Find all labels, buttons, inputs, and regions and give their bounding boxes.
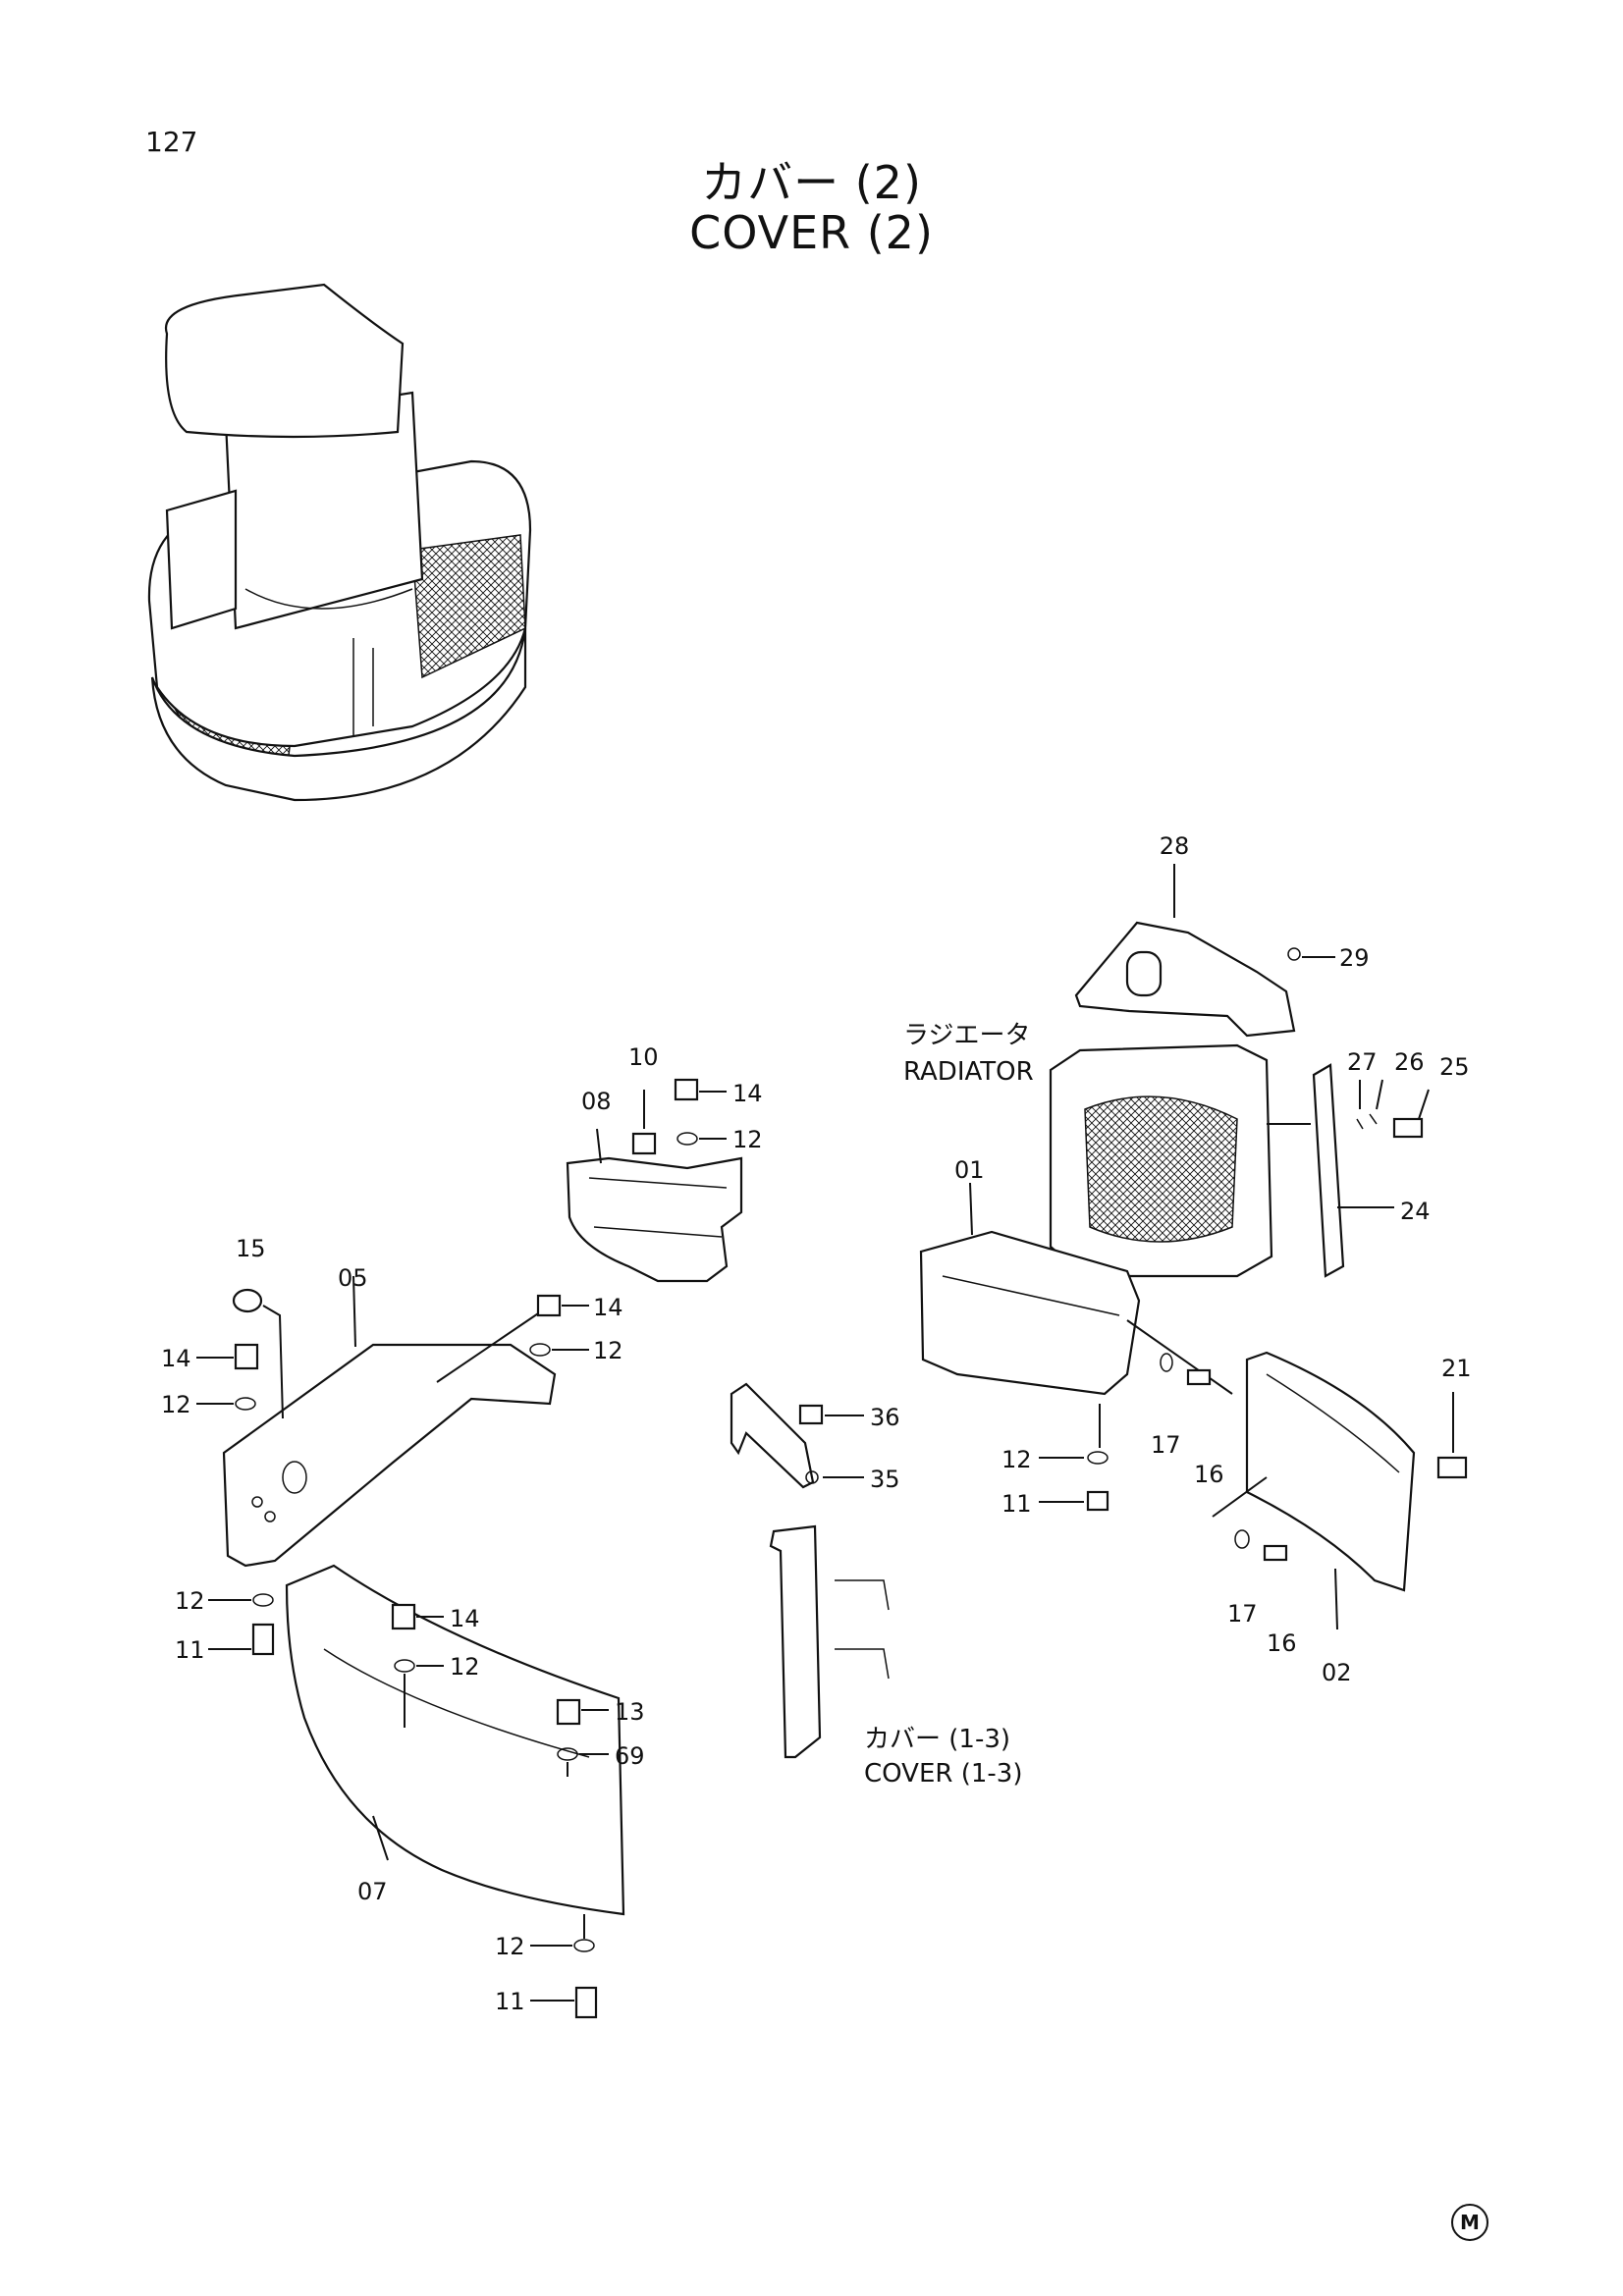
part-label-14-c: 14 [161, 1345, 191, 1372]
part-label-17-a: 17 [1151, 1431, 1181, 1459]
part-label-35: 35 [870, 1466, 900, 1493]
part-label-12-f: 12 [450, 1653, 480, 1681]
part-05-mounting-plate [196, 1275, 589, 1656]
part-label-14-a: 14 [732, 1080, 763, 1107]
part-label-16-b: 16 [1267, 1629, 1297, 1657]
part-label-26: 26 [1394, 1048, 1425, 1076]
part-label-16-a: 16 [1194, 1461, 1224, 1488]
part-label-12-b: 12 [593, 1337, 623, 1364]
part-label-17-b: 17 [1227, 1600, 1258, 1628]
part-label-25: 25 [1439, 1053, 1470, 1081]
part-label-28: 28 [1160, 832, 1190, 860]
title-japanese: カバー (2) [701, 156, 922, 209]
cab-roof [164, 283, 405, 439]
callout-radiator-jp: ラジエータ [903, 1021, 1030, 1050]
seat-frame [165, 489, 238, 630]
part-label-12-a: 12 [732, 1126, 763, 1153]
part-07-lower-cover [285, 1564, 625, 2019]
part-label-13: 13 [615, 1698, 645, 1726]
part-label-36: 36 [870, 1404, 900, 1431]
part-label-05: 05 [338, 1264, 368, 1292]
part-label-08: 08 [581, 1088, 612, 1115]
part-label-12-e: 12 [175, 1587, 205, 1615]
part-label-07: 07 [357, 1878, 388, 1905]
callout-radiator-en: RADIATOR [903, 1057, 1034, 1087]
title-english: COVER (2) [689, 206, 934, 259]
part-08-bracket [566, 1078, 743, 1283]
part-label-69: 69 [615, 1742, 645, 1770]
part-label-12-c: 12 [161, 1391, 191, 1418]
m-symbol-mark: M [1451, 2204, 1488, 2241]
part-label-10: 10 [628, 1043, 659, 1071]
part-label-11-g: 11 [495, 1988, 525, 2015]
part-02-side-cover [1212, 1351, 1468, 1630]
cover-1-3-bracket [730, 1382, 890, 1759]
part-28-top-plate [1074, 864, 1335, 1038]
part-label-11-e: 11 [175, 1636, 205, 1664]
part-label-15: 15 [236, 1235, 266, 1262]
part-label-24: 24 [1400, 1198, 1431, 1225]
part-label-29: 29 [1339, 944, 1370, 972]
part-label-11-d: 11 [1001, 1490, 1032, 1518]
part-label-14-b: 14 [593, 1294, 623, 1321]
part-label-02: 02 [1322, 1659, 1352, 1686]
radiator-reference [1049, 1043, 1430, 1278]
part-label-12-g: 12 [495, 1933, 525, 1960]
part-label-27: 27 [1347, 1048, 1378, 1076]
part-label-21: 21 [1441, 1355, 1472, 1382]
part-label-14-f: 14 [450, 1605, 480, 1632]
page-number: 127 [145, 126, 198, 158]
part-label-01: 01 [954, 1156, 985, 1184]
part-label-12-d: 12 [1001, 1446, 1032, 1473]
callout-cover13-en: COVER (1-3) [864, 1759, 1022, 1789]
callout-cover13-jp: カバー (1-3) [864, 1725, 1010, 1754]
part-01-cover [919, 1182, 1233, 1512]
base-ring [150, 627, 527, 802]
machine-overview-illustration [147, 283, 532, 802]
